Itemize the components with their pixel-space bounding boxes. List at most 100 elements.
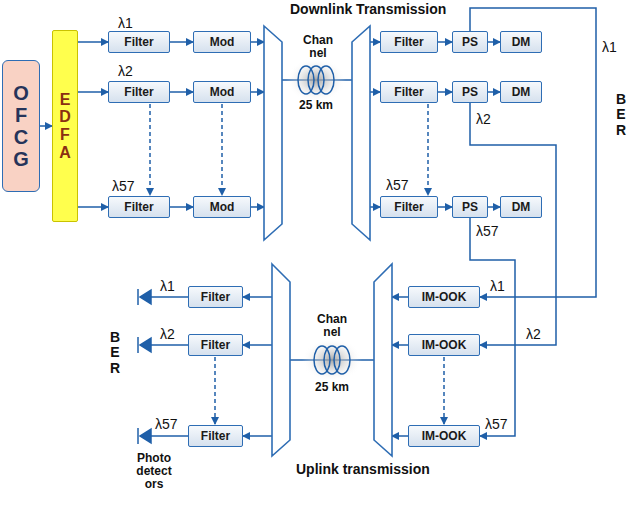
filter-box: Filter bbox=[108, 81, 170, 103]
signal-connector bbox=[470, 8, 596, 297]
filter-box: Filter bbox=[188, 334, 243, 356]
splitter-box: PS bbox=[452, 196, 488, 218]
repeat-arrow bbox=[427, 104, 429, 195]
fiber-coil bbox=[286, 58, 346, 102]
comb-generator-box: OFCG bbox=[2, 60, 40, 192]
fiber-coil bbox=[302, 338, 362, 382]
wavelength-label: λ2 bbox=[160, 327, 175, 342]
signal-wire bbox=[151, 344, 188, 346]
filter-box: Filter bbox=[188, 425, 243, 447]
signal-wire bbox=[392, 296, 408, 298]
filter-box: Filter bbox=[108, 196, 170, 218]
box-label: Filter bbox=[124, 35, 153, 49]
signal-connector bbox=[488, 206, 500, 208]
signal-wire bbox=[370, 206, 380, 208]
wavelength-label: λ1 bbox=[160, 279, 175, 294]
signal-wire bbox=[151, 435, 188, 437]
signal-wire bbox=[251, 41, 264, 43]
modulator-box: Mod bbox=[193, 31, 251, 53]
signal-connector bbox=[170, 91, 193, 93]
multiplexer bbox=[374, 264, 392, 456]
signal-connector bbox=[488, 41, 500, 43]
filter-box: Filter bbox=[380, 31, 438, 53]
filter-box: Filter bbox=[188, 286, 243, 308]
box-label: EDFA bbox=[57, 91, 73, 161]
modulator-box: IM-OOK bbox=[408, 425, 480, 447]
modulator-box: Mod bbox=[193, 196, 251, 218]
signal-wire bbox=[392, 435, 408, 437]
box-label: DM bbox=[512, 35, 531, 49]
channel-label: Chan nel bbox=[300, 34, 336, 60]
signal-wire bbox=[151, 296, 188, 298]
box-label: Filter bbox=[394, 35, 423, 49]
signal-wire bbox=[370, 91, 380, 93]
filter-box: Filter bbox=[108, 31, 170, 53]
splitter-box: PS bbox=[452, 81, 488, 103]
wavelength-label: λ57 bbox=[112, 179, 135, 194]
signal-wire bbox=[251, 206, 264, 208]
box-label: Filter bbox=[124, 85, 153, 99]
box-label: DM bbox=[512, 200, 531, 214]
signal-connector bbox=[470, 103, 556, 345]
signal-connector bbox=[78, 91, 108, 93]
signal-wire bbox=[243, 435, 272, 437]
length-label: 25 km bbox=[315, 381, 349, 394]
demultiplexer bbox=[352, 26, 370, 240]
demodulator-box: DM bbox=[500, 196, 542, 218]
box-label: Mod bbox=[210, 85, 235, 99]
signal-wire bbox=[370, 41, 380, 43]
signal-connector bbox=[438, 41, 452, 43]
box-label: PS bbox=[462, 200, 478, 214]
signal-connector bbox=[40, 125, 52, 127]
multiplexer bbox=[264, 26, 282, 240]
box-label: DM bbox=[512, 85, 531, 99]
signal-connector bbox=[438, 91, 452, 93]
amplifier-box: EDFA bbox=[52, 30, 78, 222]
photodetector-label: Photo detect ors bbox=[132, 452, 176, 492]
modulator-box: Mod bbox=[193, 81, 251, 103]
demultiplexer bbox=[272, 264, 290, 456]
signal-wire bbox=[251, 91, 264, 93]
box-label: OFCG bbox=[11, 82, 31, 170]
repeat-arrow bbox=[443, 357, 445, 424]
box-label: PS bbox=[462, 85, 478, 99]
box-label: PS bbox=[462, 35, 478, 49]
wavelength-label: λ1 bbox=[602, 40, 617, 55]
wavelength-label: λ2 bbox=[476, 112, 491, 127]
box-label: Mod bbox=[210, 35, 235, 49]
box-label: IM-OOK bbox=[422, 429, 467, 443]
photodiode-symbol bbox=[138, 428, 151, 444]
splitter-box: PS bbox=[452, 31, 488, 53]
wavelength-label: λ1 bbox=[118, 16, 133, 31]
signal-connector bbox=[78, 206, 108, 208]
box-label: Filter bbox=[394, 200, 423, 214]
repeat-arrow bbox=[221, 104, 223, 195]
wavelength-label: λ2 bbox=[526, 327, 541, 342]
repeat-arrow bbox=[214, 357, 216, 424]
box-label: Filter bbox=[124, 200, 153, 214]
box-label: Mod bbox=[210, 200, 235, 214]
signal-connector bbox=[470, 218, 515, 436]
demodulator-box: DM bbox=[500, 81, 542, 103]
photodiode-symbol bbox=[138, 289, 151, 305]
wavelength-label: λ57 bbox=[386, 178, 409, 193]
filter-box: Filter bbox=[380, 81, 438, 103]
box-label: IM-OOK bbox=[422, 290, 467, 304]
box-label: Filter bbox=[201, 290, 230, 304]
box-label: Filter bbox=[201, 338, 230, 352]
wavelength-label: λ57 bbox=[476, 224, 499, 239]
photodiode-symbol bbox=[138, 337, 151, 353]
wavelength-label: λ1 bbox=[490, 279, 505, 294]
box-label: Filter bbox=[201, 429, 230, 443]
wavelength-label: λ57 bbox=[485, 417, 508, 432]
section-title: Downlink Transmission bbox=[290, 2, 446, 17]
box-label: IM-OOK bbox=[422, 338, 467, 352]
ber-label: BER bbox=[108, 330, 122, 376]
ber-label: BER bbox=[614, 92, 628, 138]
box-label: Filter bbox=[394, 85, 423, 99]
signal-connector bbox=[78, 41, 108, 43]
demodulator-box: DM bbox=[500, 31, 542, 53]
